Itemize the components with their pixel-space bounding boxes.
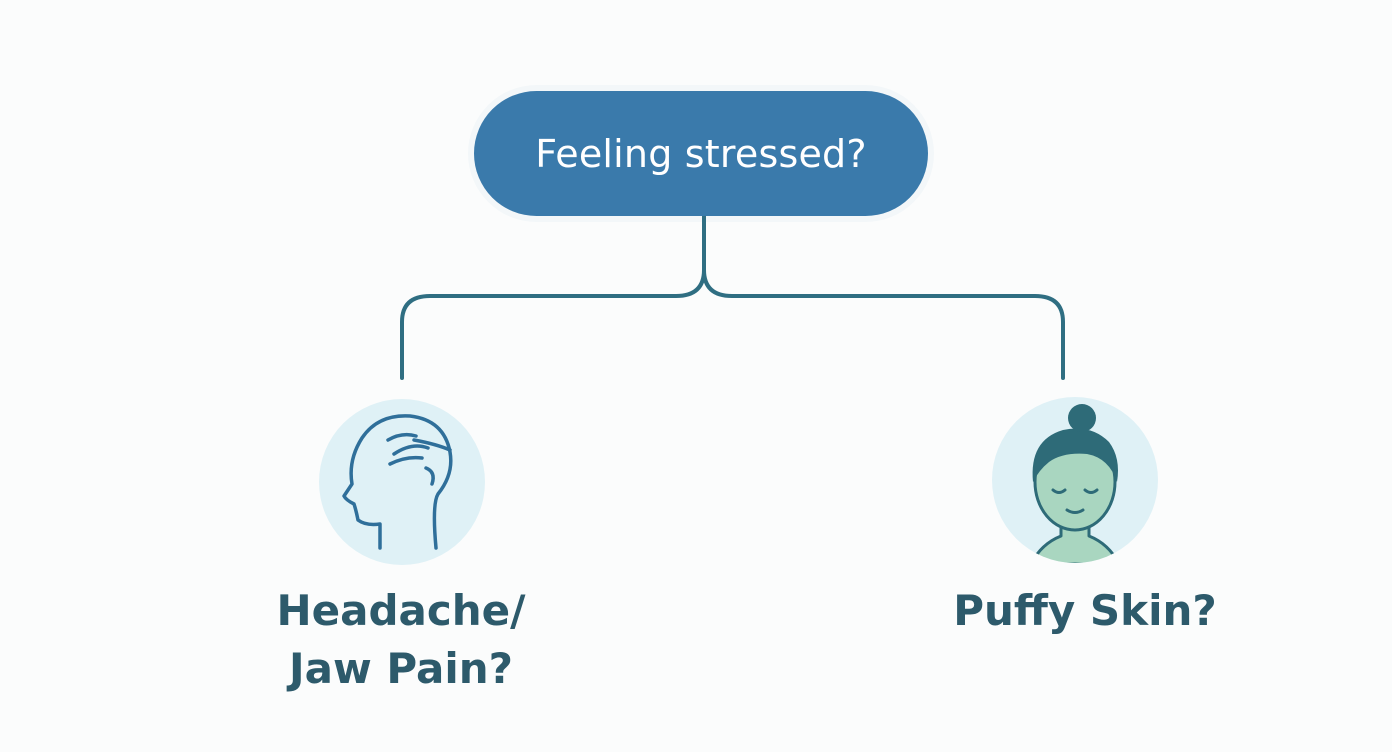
head-profile-icon (319, 399, 485, 565)
root-node-label: Feeling stressed? (535, 131, 867, 176)
branch-label-line: Headache/ (276, 586, 526, 635)
connector-right-branch (702, 268, 1065, 380)
connector-stem (400, 214, 706, 380)
branch-label-line: Puffy Skin? (953, 586, 1217, 635)
calm-face-icon (992, 397, 1158, 563)
branch-label-headache: Headache/ Jaw Pain? (236, 582, 566, 698)
root-node: Feeling stressed? (474, 91, 928, 216)
branch-label-puffy-skin: Puffy Skin? (920, 582, 1250, 640)
branch-label-line: Jaw Pain? (288, 644, 514, 693)
